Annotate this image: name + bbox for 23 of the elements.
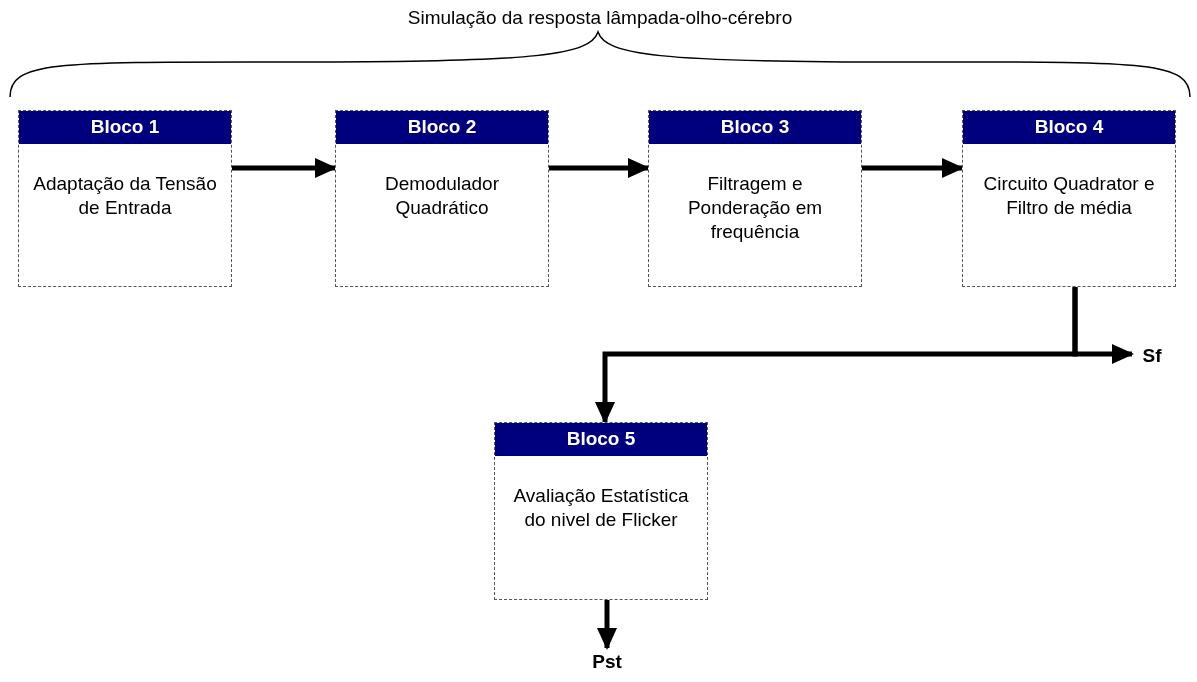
block-description: Demodulador Quadrático: [383, 172, 501, 220]
process-box: [962, 110, 1176, 287]
arrow: [232, 158, 337, 178]
block-header: Bloco 2: [336, 111, 548, 144]
block-description: Filtragem e Ponderação em frequência: [686, 172, 824, 244]
block-header: Bloco 4: [963, 111, 1175, 144]
block-description: Circuito Quadrator e Filtro de média: [982, 172, 1156, 220]
arrow: [597, 600, 617, 650]
arrow: [549, 158, 650, 178]
block-header: Bloco 1: [19, 111, 231, 144]
block-header: Bloco 3: [649, 111, 861, 144]
block-description: Adaptação da Tensão de Entrada: [32, 172, 218, 220]
block-header: Bloco 5: [495, 423, 707, 456]
output-label: Sf: [1132, 342, 1172, 370]
diagram-title: Simulação da resposta lâmpada-olho-cérebro: [406, 6, 794, 30]
block-description: Avaliação Estatística do nivel de Flicker: [512, 484, 690, 532]
arrow: [862, 158, 964, 178]
output-label: Pst: [586, 648, 628, 676]
process-box: [494, 422, 708, 600]
process-box: [335, 110, 549, 287]
process-box: [648, 110, 862, 287]
arrow: [595, 287, 1078, 424]
process-box: [18, 110, 232, 287]
